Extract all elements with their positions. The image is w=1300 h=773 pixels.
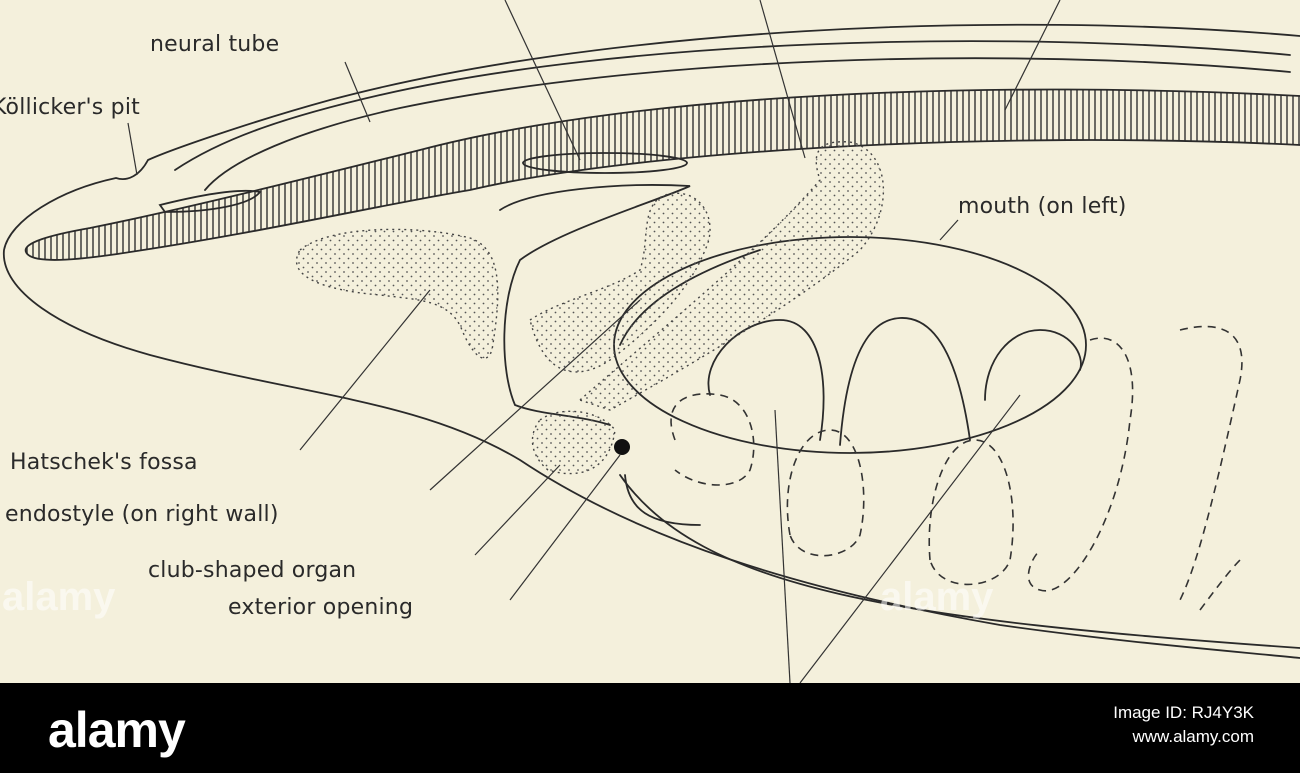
leader-pharyngeal-1: [774, 409, 791, 683]
label-neural-tube: neural tube: [150, 32, 280, 57]
gill-loop-3: [984, 329, 1082, 401]
notochord-fill: [25, 89, 1300, 260]
gill-slit-dashed-2: [786, 429, 865, 557]
label-endostyle: endostyle (on right wall): [5, 502, 279, 527]
neural-tube-upper: [174, 40, 1291, 171]
leader-mouth: [939, 219, 959, 241]
body-outline: [3, 23, 1300, 659]
velum-outline: [499, 184, 691, 426]
gill-loop-2: [839, 317, 971, 446]
watermark-left: alamy: [2, 575, 116, 619]
exterior-opening-dot: [614, 439, 630, 455]
label-hatscheks-fossa: Hatschek's fossa: [10, 450, 198, 475]
image-id-block: Image ID: RJ4Y3K www.alamy.com: [1113, 701, 1254, 749]
inner-body-line: [619, 474, 1300, 649]
leader-top-3: [1004, 0, 1061, 111]
label-kollickers-pit: Köllicker's pit: [0, 95, 140, 120]
watermark-right: alamy: [880, 575, 994, 619]
leader-endostyle: [429, 299, 641, 491]
image-id-text: Image ID: RJ4Y3K: [1113, 703, 1254, 722]
label-club-shaped-organ: club-shaped organ: [148, 558, 357, 583]
leader-neural-tube: [344, 61, 371, 123]
club-shaped-organ-shape: [531, 410, 616, 475]
ventral-return: [624, 474, 701, 526]
label-exterior-opening: exterior opening: [228, 595, 414, 620]
leader-top-2: [759, 0, 806, 159]
dorsal-stipple-band: [578, 141, 885, 411]
label-mouth: mouth (on left): [958, 194, 1127, 219]
diagram-drawing: [3, 0, 1300, 683]
leader-kollickers-pit: [127, 122, 138, 176]
leader-exterior: [509, 454, 621, 601]
endostyle-shape: [529, 192, 711, 373]
leader-top-1: [504, 0, 581, 161]
amphioxus-diagram: neural tube Köllicker's pit mouth (on le…: [0, 0, 1300, 683]
stock-footer-bar: alamy Image ID: RJ4Y3K www.alamy.com: [0, 683, 1300, 773]
gill-slit-dashed-3: [928, 439, 1014, 586]
hatscheks-fossa-shape: [295, 228, 499, 359]
gill-slit-dashed-5: [1179, 325, 1243, 601]
leader-club: [474, 464, 561, 556]
leader-fossa: [299, 289, 431, 451]
gill-slit-dashed-6: [1199, 559, 1241, 611]
neural-tube-lower: [204, 57, 1291, 191]
alamy-logo: alamy: [48, 702, 186, 758]
leader-pharyngeal-2: [799, 394, 1021, 683]
gill-loop-1: [707, 319, 825, 441]
site-url-text: www.alamy.com: [1132, 727, 1254, 746]
gill-slit-dashed-4: [1027, 337, 1134, 592]
gill-slit-dashed-1: [670, 393, 755, 486]
